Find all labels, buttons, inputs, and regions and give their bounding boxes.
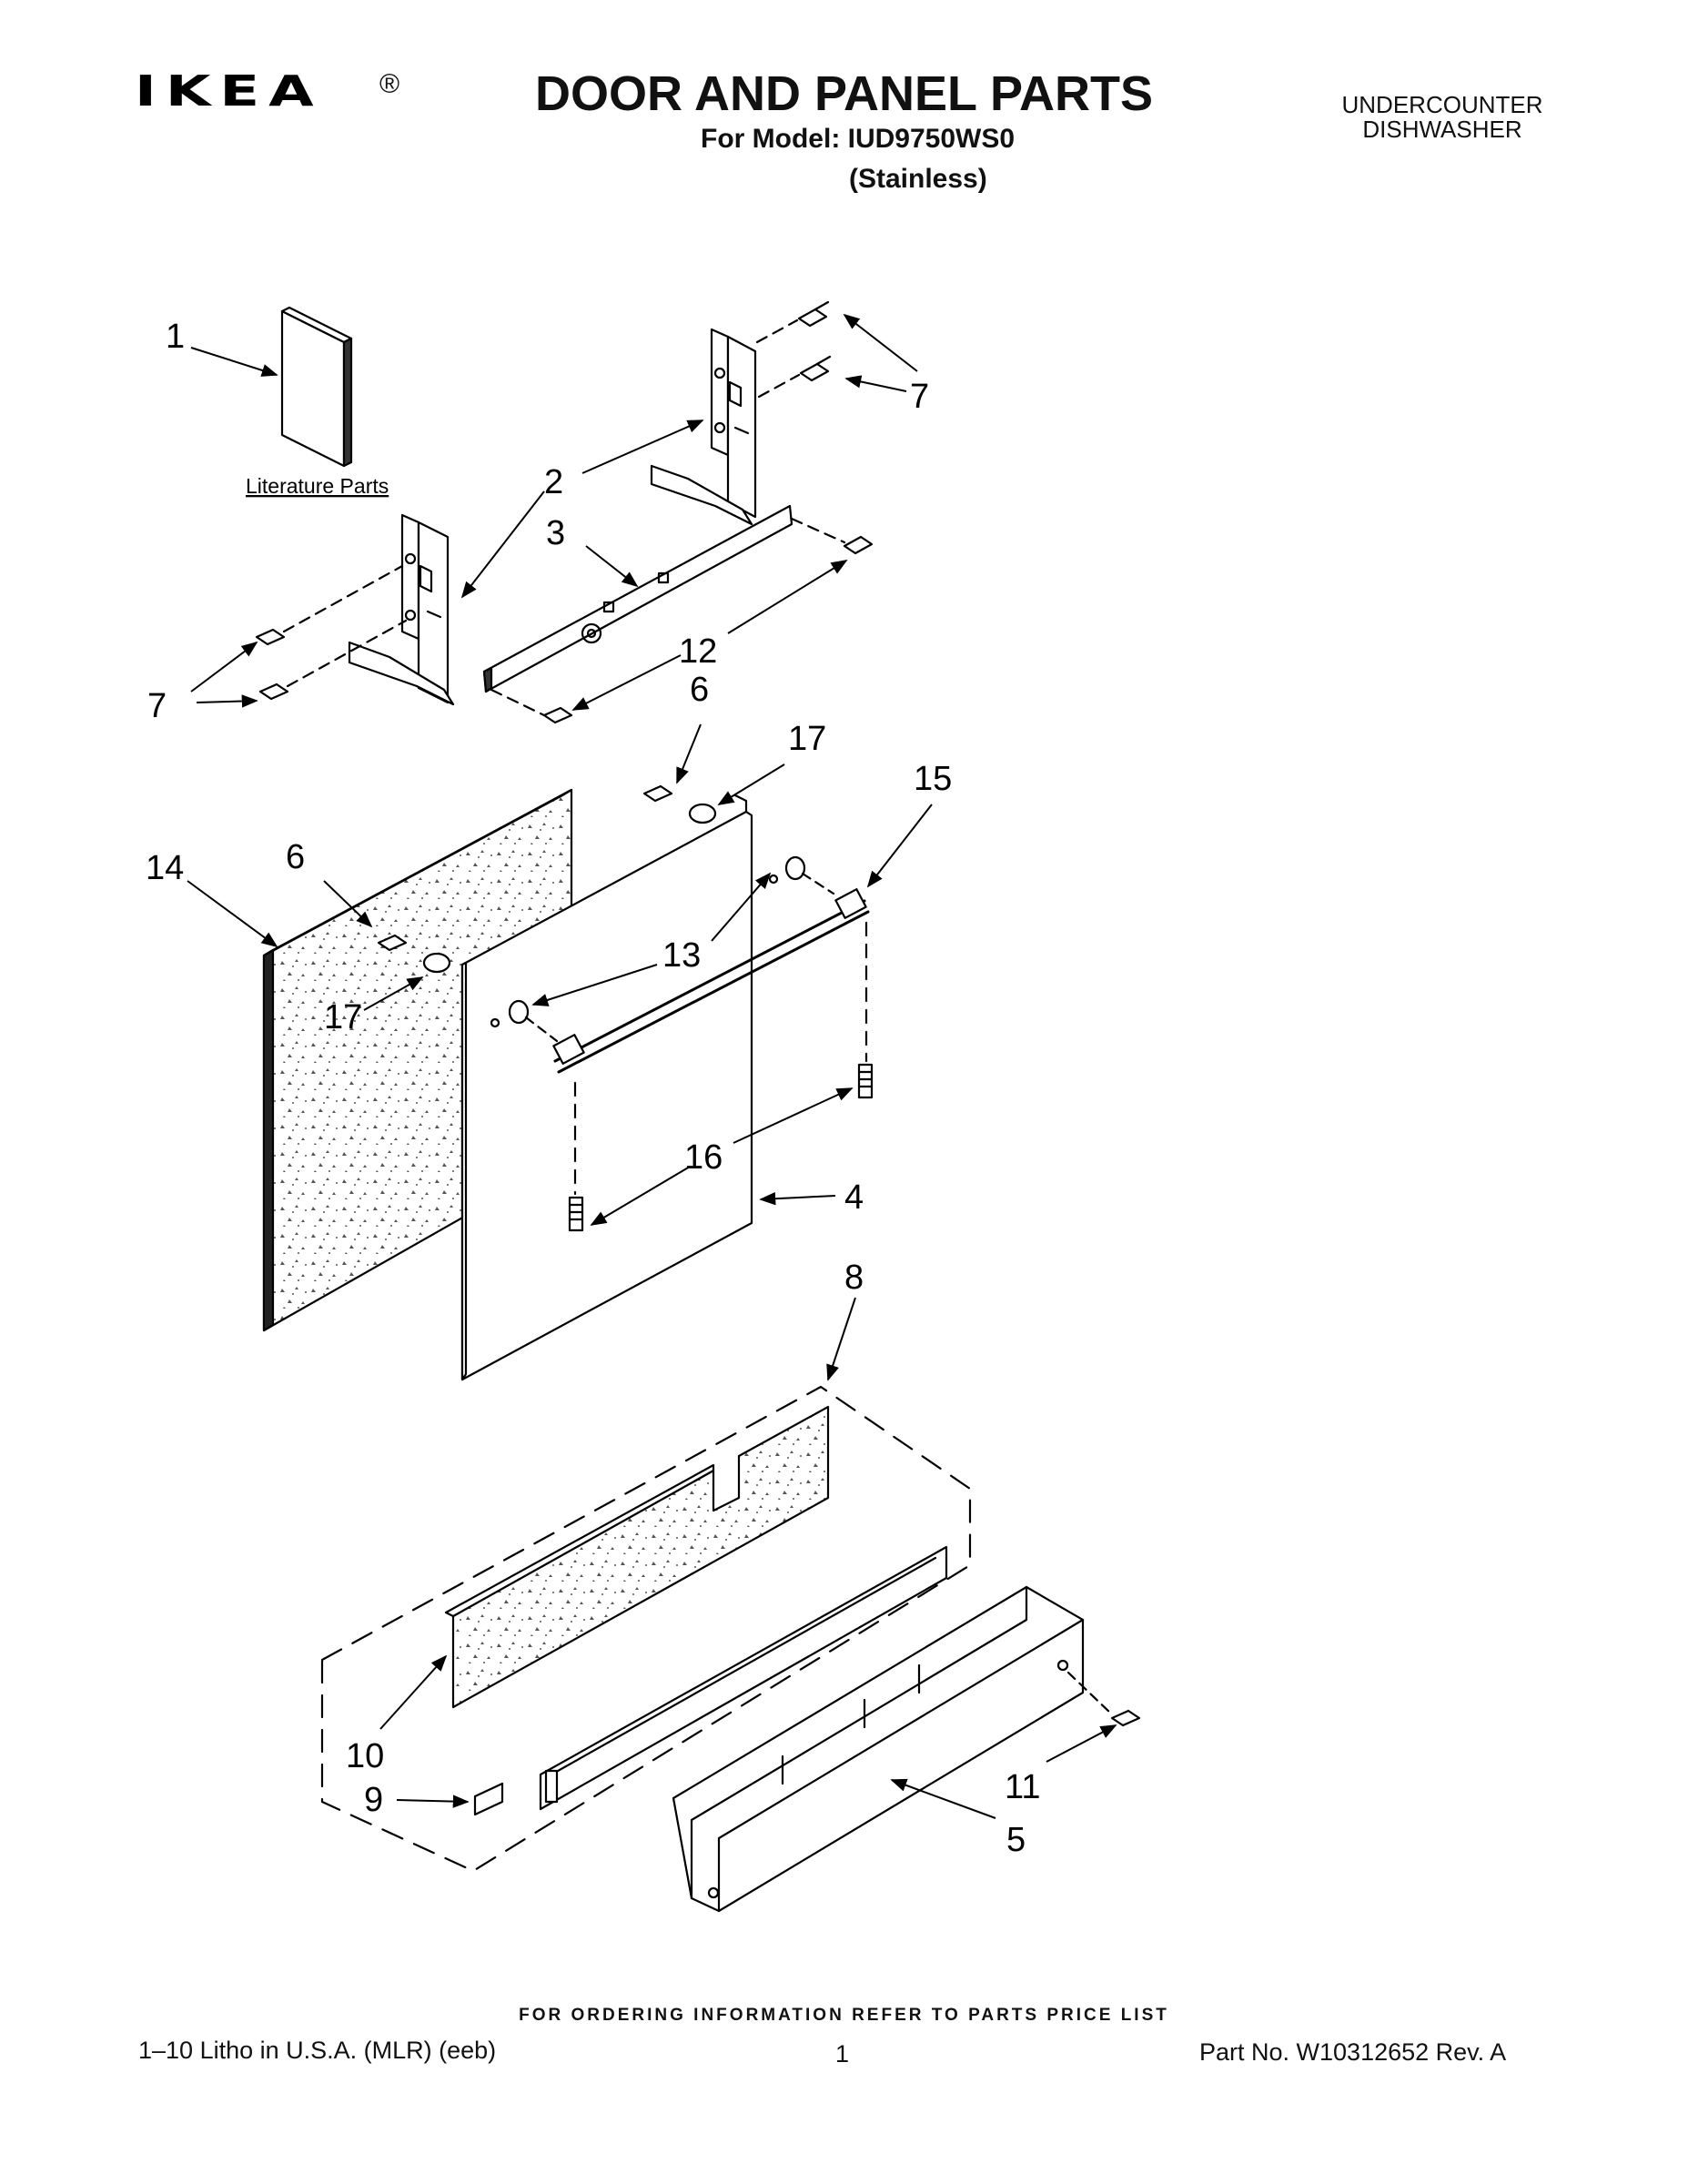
leader-14	[187, 880, 278, 948]
callout-4: 4	[844, 1178, 864, 1217]
page-title: DOOR AND PANEL PARTS	[534, 66, 1154, 121]
screw-7-top-a	[797, 300, 830, 328]
handle-stud-left	[490, 999, 530, 1028]
leader-6-upper	[676, 723, 702, 784]
product-type-line-2: DISHWASHER	[1362, 116, 1522, 144]
callout-3: 3	[546, 514, 565, 552]
screw-6-lower	[377, 934, 408, 952]
leader-16a	[733, 1087, 854, 1144]
model-line: For Model: IUD9750WS0	[701, 124, 1016, 154]
leader-7c	[190, 641, 258, 693]
leader-4	[759, 1192, 836, 1206]
leader-11	[1046, 1724, 1117, 1763]
screw-7-top-b	[799, 355, 832, 382]
toe-panel-strip	[539, 1545, 948, 1811]
leader-6-lower	[323, 880, 373, 928]
screw-7-top-b-guide	[757, 373, 801, 399]
washer-17-upper	[688, 803, 717, 824]
callout-16: 16	[684, 1138, 723, 1177]
toe-panel-insert	[444, 1405, 830, 1709]
callout-5: 5	[1006, 1821, 1026, 1859]
part-number: Part No. W10312652 Rev. A	[1199, 2038, 1507, 2066]
callout-6-lower: 6	[286, 838, 305, 876]
ikea-logo: IKEA	[135, 67, 323, 116]
leader-15	[866, 804, 933, 888]
screw-7-left-a	[255, 628, 286, 646]
leader-12a	[727, 560, 848, 634]
screw-7-left-a-guide	[282, 564, 404, 633]
callout-14: 14	[146, 849, 184, 887]
leader-1	[190, 347, 278, 377]
finish-label: (Stainless)	[849, 164, 987, 194]
callout-11: 11	[1005, 1768, 1040, 1806]
product-type-line-1: UNDERCOUNTER	[1341, 91, 1543, 118]
callout-13: 13	[662, 936, 701, 975]
callout-6-upper: 6	[690, 671, 709, 709]
hinge-bracket-right	[650, 328, 757, 526]
leader-9	[396, 1795, 470, 1808]
leader-2a	[581, 420, 704, 474]
screw-11	[1110, 1709, 1141, 1727]
callout-17-upper: 17	[788, 720, 826, 758]
callout-15: 15	[914, 760, 952, 798]
leader-7a	[843, 313, 918, 372]
washer-17-lower	[422, 952, 451, 974]
screw-7-top-a-guide	[755, 318, 799, 344]
door-handle	[552, 888, 870, 1074]
literature-parts-label: Literature Parts	[246, 474, 389, 498]
callout-8: 8	[844, 1259, 864, 1297]
screw-6-upper	[642, 784, 673, 803]
leader-7d	[196, 694, 258, 708]
leader-8	[826, 1297, 856, 1381]
set-screw-right	[857, 1063, 874, 1099]
ordering-note: FOR ORDERING INFORMATION REFER TO PARTS …	[519, 2006, 1169, 2025]
leader-17-upper	[717, 763, 785, 805]
leader-5	[890, 1778, 996, 1819]
screw-7-left-b	[258, 682, 289, 701]
toe-panel-assembly-outline	[320, 1385, 972, 1873]
registered-mark: ®	[379, 69, 400, 99]
litho-info: 1–10 Litho in U.S.A. (MLR) (eeb)	[138, 2037, 497, 2064]
leader-7b	[844, 375, 907, 392]
leader-17-lower	[363, 976, 424, 1011]
literature-booklet	[280, 306, 353, 468]
callout-17-lower: 17	[324, 998, 362, 1036]
handle-stud-right	[768, 855, 806, 885]
callout-7-left: 7	[147, 687, 167, 725]
leader-10	[379, 1654, 448, 1730]
callout-10: 10	[346, 1737, 384, 1775]
door-panel	[460, 794, 753, 1381]
toe-panel-bracket	[672, 1585, 1085, 1913]
leader-2b	[460, 490, 545, 599]
clip-9	[473, 1782, 504, 1816]
leader-13b	[531, 964, 658, 1006]
screw-12-right	[843, 535, 874, 555]
screw-12-left	[542, 706, 573, 724]
leader-13a	[711, 872, 772, 942]
callout-2: 2	[544, 463, 563, 501]
leader-16b	[590, 1166, 691, 1226]
hinge-bracket-left	[348, 513, 455, 706]
product-type: UNDERCOUNTER DISHWASHER	[1292, 91, 1592, 144]
callout-7-top: 7	[910, 378, 929, 416]
leader-12b	[571, 654, 682, 711]
callout-12: 12	[679, 632, 717, 671]
callout-9: 9	[364, 1781, 383, 1819]
set-screw-left	[568, 1196, 584, 1232]
hinge-bar	[482, 504, 793, 693]
leader-3	[585, 545, 639, 588]
callout-1: 1	[166, 318, 185, 356]
page-number: 1	[835, 2040, 850, 2068]
screw-7-left-b-guide	[286, 619, 408, 688]
